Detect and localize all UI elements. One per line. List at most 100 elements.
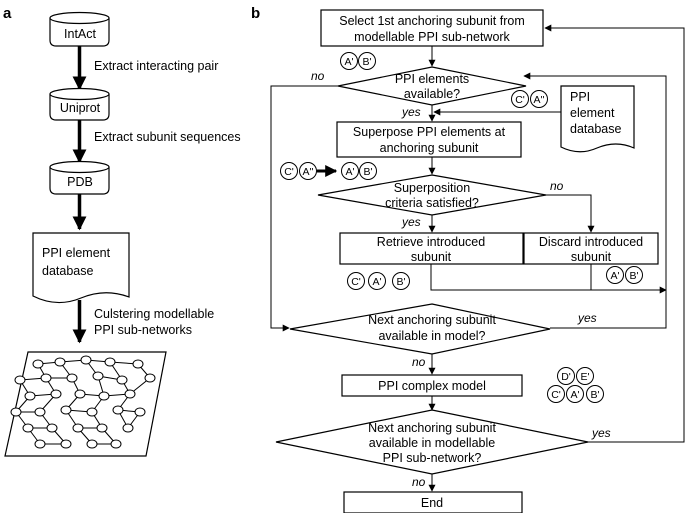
cluster-d1: D' <box>561 371 571 383</box>
arrow-retrieve-merge <box>430 264 667 294</box>
complex-model-box: PPI complex model <box>341 374 523 397</box>
superpose-label-1: Superpose PPI elements at <box>353 125 506 139</box>
db-label-3: database <box>570 122 621 136</box>
criteria-label-2: criteria satisfied? <box>385 196 479 210</box>
retrieved-b1: B' <box>396 276 405 288</box>
cluster-label-2: PPI sub-networks <box>94 323 192 337</box>
superpose-box: Superpose PPI elements at anchoring subu… <box>336 121 522 158</box>
extract-pair-label: Extract interacting pair <box>94 59 218 73</box>
next-net-no-label: no <box>412 475 426 489</box>
next-net-label-3: PPI sub-network? <box>383 451 482 465</box>
network-node <box>112 405 124 415</box>
network-node <box>32 359 44 369</box>
superpose-subunit-b1: B' <box>363 166 372 178</box>
extract-seq-label: Extract subunit sequences <box>94 130 241 144</box>
panel-a-label: a <box>3 5 12 22</box>
network-node <box>144 373 156 383</box>
next-model-label-2: available in model? <box>378 329 485 343</box>
network-node <box>14 375 26 385</box>
pdb-label: PDB <box>67 175 93 189</box>
network-node <box>46 423 58 433</box>
cluster-a1: A' <box>570 389 579 401</box>
superpose-subunit-a2: A'' <box>302 166 313 178</box>
panel-b: b Select 1st anchoring subunit from mode… <box>251 5 685 513</box>
db-label-1: PPI <box>570 90 590 104</box>
arrow-criteria-no <box>546 194 595 233</box>
retrieve-label-2: subunit <box>411 250 452 264</box>
network-node <box>74 389 86 399</box>
network-node <box>116 375 128 385</box>
network-node <box>124 389 136 399</box>
db-label-2: element <box>570 106 615 120</box>
discarded-a1: A' <box>610 270 619 282</box>
avail-label-2: available? <box>404 87 460 101</box>
network-node <box>34 439 46 449</box>
network-node <box>60 439 72 449</box>
network-node <box>50 389 62 399</box>
retrieve-label-1: Retrieve introduced <box>377 235 485 249</box>
select-anchor-box: Select 1st anchoring subunit from modell… <box>320 9 544 47</box>
subunit-a2: A'' <box>533 94 544 106</box>
end-box: End <box>343 491 523 513</box>
arrow-loop-to-avail <box>523 72 667 290</box>
arrow-avail-no <box>270 85 338 332</box>
select-label-1: Select 1st anchoring subunit from <box>339 14 525 28</box>
network-node <box>122 423 134 433</box>
discarded-pair: A' B' <box>606 266 643 284</box>
retrieved-a1: A' <box>372 276 381 288</box>
ppi-db-label-1: PPI element <box>42 246 111 260</box>
ppi-element-database-doc: PPI element database <box>560 85 635 153</box>
cluster-label-1: Culstering modellable <box>94 307 214 321</box>
network-node <box>34 407 46 417</box>
uniprot-label: Uniprot <box>60 101 101 115</box>
next-model-decision: Next anchoring subunit available in mode… <box>289 303 551 355</box>
network-node <box>10 407 22 417</box>
discard-label-1: Discard introduced <box>539 235 643 249</box>
network-node <box>72 423 84 433</box>
network-node <box>66 373 78 383</box>
select-label-2: modellable PPI sub-network <box>354 30 510 44</box>
ppi-db-label-2: database <box>42 264 93 278</box>
superpose-label-2: anchoring subunit <box>380 141 479 155</box>
discarded-b1: B' <box>629 270 638 282</box>
retrieved-c1: C' <box>351 276 361 288</box>
cluster-e1: E' <box>580 371 589 383</box>
complex-label: PPI complex model <box>378 379 486 393</box>
network-node <box>92 371 104 381</box>
network-node <box>54 357 66 367</box>
next-model-no-label: no <box>412 355 426 369</box>
superposition-illustration: C' A'' A' B' <box>280 162 377 180</box>
network-node <box>132 359 144 369</box>
discard-box: Discard introduced subunit <box>523 232 659 265</box>
criteria-label-1: Superposition <box>394 181 470 195</box>
uniprot-database-node: Uniprot <box>49 87 110 121</box>
network-node <box>110 439 122 449</box>
network-node <box>98 391 110 401</box>
subunit-a1: A' <box>344 56 353 68</box>
arrow-next-net-yes <box>544 24 685 443</box>
next-net-yes-label: yes <box>591 426 611 440</box>
ppi-element-database-node: PPI element database <box>32 232 130 304</box>
avail-label-1: PPI elements <box>395 72 469 86</box>
network-node <box>60 405 72 415</box>
retrieved-complex: C' A' B' <box>347 272 410 290</box>
discard-label-2: subunit <box>571 250 612 264</box>
pdb-database-node: PDB <box>49 160 110 195</box>
subunit-pair-ab: A' B' <box>340 52 376 70</box>
avail-yes-label: yes <box>401 105 421 119</box>
next-network-decision: Next anchoring subunit available in mode… <box>275 409 589 475</box>
criteria-no-label: no <box>550 179 564 193</box>
next-model-label-1: Next anchoring subunit <box>368 313 496 327</box>
ppi-available-decision: PPI elements available? <box>337 66 527 106</box>
next-net-label-2: available in modellable <box>369 436 496 450</box>
network-node <box>96 423 108 433</box>
subunit-c1: C' <box>515 94 525 106</box>
next-model-yes-label: yes <box>577 311 597 325</box>
next-net-label-1: Next anchoring subunit <box>368 421 496 435</box>
subunit-pair-ca: C' A'' <box>511 90 548 108</box>
end-label: End <box>421 496 443 510</box>
panel-b-label: b <box>251 5 260 22</box>
intact-label: IntAct <box>64 27 96 41</box>
criteria-decision: Superposition criteria satisfied? <box>317 174 547 216</box>
